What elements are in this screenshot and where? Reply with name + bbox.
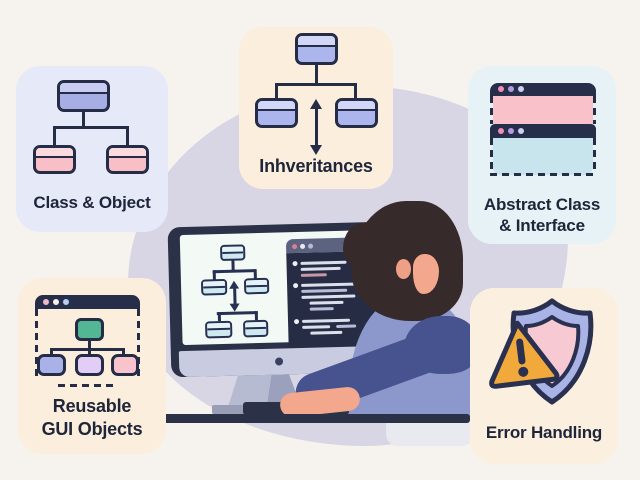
mousepad bbox=[212, 405, 244, 414]
card-label-class-object: Class & Object bbox=[33, 193, 151, 212]
card-label-error-handling: Error Handling bbox=[485, 423, 603, 442]
chair-base bbox=[386, 419, 474, 446]
person-hair-fringe bbox=[343, 223, 385, 271]
card-label-abstract-line1: Abstract Class bbox=[483, 195, 601, 214]
card-label-abstract-line2: & Interface bbox=[499, 216, 585, 235]
card-label-reusable-line1: Reusable bbox=[52, 396, 132, 416]
desk bbox=[162, 414, 470, 423]
person-ear bbox=[396, 259, 411, 279]
card-label-inheritances: Inhveritances bbox=[259, 156, 373, 176]
card-label-reusable-line2: GUI Objects bbox=[41, 419, 143, 439]
